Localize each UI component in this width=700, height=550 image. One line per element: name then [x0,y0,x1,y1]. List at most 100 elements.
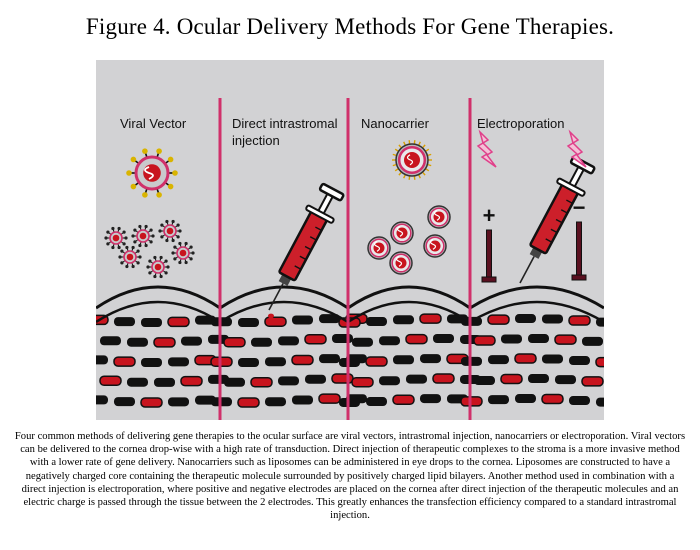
viral-spike-tip [111,245,115,250]
viral-spike-tip [126,170,132,176]
dark-cell [406,374,427,384]
dark-cell [141,317,162,327]
viral-spike-tip [149,228,153,232]
liposome [423,234,447,258]
panel-divider [468,98,472,420]
viral-core [179,249,187,257]
viral-spike-tip [120,249,124,253]
panel-divider [346,98,350,420]
viral-core [126,253,134,261]
red-cell [153,337,176,348]
viral-spike-tip [136,249,140,253]
dark-cell [555,375,576,385]
viral-spike-tip [191,251,195,255]
viral-spike-tip [166,265,170,269]
electrode-rod [576,221,582,280]
panel-label-injection: Direct intrastromal [232,116,338,131]
viral-spike-tip [164,271,168,275]
electrode-foot [481,276,497,283]
viral-spike-tip [171,219,175,224]
red-cell [554,334,577,345]
viral-spike-tip [142,148,148,154]
liposome-payload [396,225,404,237]
syringe-graduation [294,265,302,270]
liposome-payload [395,255,403,267]
viral-particle [118,245,142,269]
dark-cell [127,337,148,347]
dark-cell [168,357,189,367]
dark-cell [265,397,286,407]
viral-core [139,232,147,240]
electrode-rod [486,229,492,282]
syringe-needle [268,283,284,311]
syringe-flange [556,177,586,197]
liposome-payload [406,154,414,166]
red-cell [140,397,163,408]
dark-cell [319,314,340,324]
syringe-needle [519,256,535,284]
viral-spike-tip [165,219,169,224]
dark-cell [569,356,590,366]
viral-spike-tip [142,192,148,198]
syringe-graduation [560,209,568,214]
dark-cell [114,317,135,327]
red-cell [568,315,591,326]
viral-spike-tip [131,234,135,238]
viral-spike-tip [153,274,157,279]
viral-spike-tip [111,226,115,231]
viral-spike-tip [156,192,162,198]
electroporation-syringe [519,155,596,284]
viral-spike-tip [144,243,148,248]
viral-spike-tip [184,260,188,265]
dark-cell [433,334,454,344]
corneal-surface [96,285,604,324]
red-cell [113,356,136,367]
dark-cell [596,397,604,407]
epithelium-inner-line [96,300,221,324]
epithelium-inner-line [347,300,471,324]
red-cell [419,313,442,324]
red-cell [392,394,415,406]
dark-cell [100,336,121,346]
panel-divider [218,98,222,420]
dark-cell [501,334,522,344]
viral-spike-tip [117,245,121,250]
viral-spike-tip [171,251,175,255]
dark-cell [265,357,286,367]
red-cell [487,314,510,325]
red-cell [405,333,428,345]
viral-spike-tip [144,224,148,229]
figure-caption: Four common methods of delivering gene t… [14,431,686,522]
dark-cell [352,337,373,347]
viral-spike-tip [189,245,193,249]
dark-cell [420,354,441,364]
viral-spike-tip [133,228,137,232]
viral-spike-tip [172,170,178,176]
dark-cell [366,397,387,407]
dark-cell [420,394,441,404]
dark-cell [292,315,313,325]
viral-particle [158,219,182,243]
dark-cell [582,336,603,346]
lightning-bolt-left [476,129,497,168]
viral-spike-tip [176,223,180,227]
epithelium-inner-line [219,300,349,324]
dark-cell [542,314,563,324]
red-cell [99,375,122,387]
dark-cell [154,377,175,387]
viral-spike-tip [184,241,188,246]
dark-cell [515,394,536,404]
syringe-graduation [550,228,558,234]
red-cell [264,316,287,327]
dark-cell [366,317,387,327]
red-cell [318,393,341,404]
dark-cell [181,336,202,346]
viral-spike-tip [118,255,122,259]
red-cell [595,356,604,368]
viral-spike-tip [151,234,155,238]
syringe-graduation [304,245,312,251]
red-cell [180,375,203,387]
dark-cell [195,315,216,325]
dark-cell [393,355,414,365]
viral-spike-tip [106,242,110,246]
